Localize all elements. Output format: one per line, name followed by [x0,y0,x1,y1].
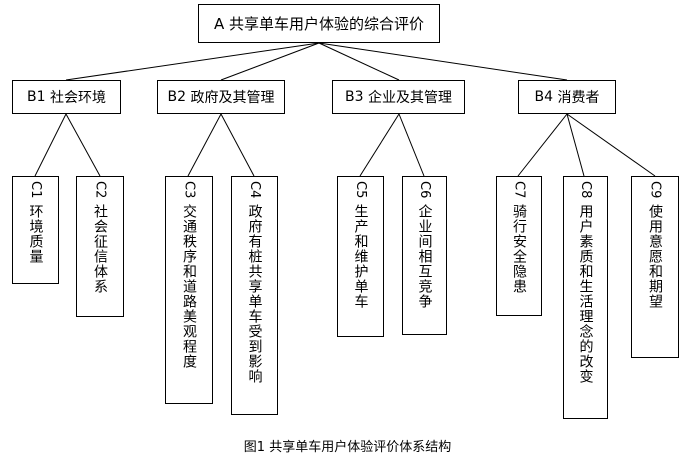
node-c5: C5 生产和维护单车 [337,176,384,337]
node-c5-code: C5 [353,181,368,199]
node-b1-label: 社会环境 [49,90,106,106]
root-label: 共享单车用户体验的综合评价 [229,15,425,33]
node-c8-code: C8 [578,181,593,199]
node-c2-label: 社会征信体系 [92,204,108,295]
node-c6-code: C6 [417,181,432,199]
node-b3-label: 企业及其管理 [367,90,452,106]
node-b4-label: 消费者 [557,90,600,106]
node-c3-label: 交通秩序和道路美观程度 [181,204,197,370]
node-c1-label: 环境质量 [27,204,44,265]
node-c2-code: C2 [92,181,108,199]
node-b4-code: B4 [534,89,554,105]
node-b1: B1 社会环境 [12,80,121,114]
node-c4-label: 政府有桩共享单车受到影响 [246,204,263,385]
node-c7-code: C7 [511,181,527,199]
node-b2-label: 政府及其管理 [190,90,275,106]
node-c5-label: 生产和维护单车 [352,204,369,310]
node-c3: C3 交通秩序和道路美观程度 [165,176,213,404]
node-c1: C1 环境质量 [12,176,59,284]
node-c8-label: 用户素质和生活理念的改变 [577,204,594,385]
root-code: A [213,14,225,33]
node-c2: C2 社会征信体系 [76,176,124,317]
figure-caption: 图1 共享单车用户体验评价体系结构 [243,440,452,455]
node-c7: C7 骑行安全隐患 [496,176,542,316]
node-c9-code: C9 [647,181,663,199]
node-b1-code: B1 [27,89,46,105]
node-c6: C6 企业间相互竞争 [402,176,447,335]
node-b2: B2 政府及其管理 [157,80,285,114]
node-c4-code: C4 [247,181,262,199]
node-c6-label: 企业间相互竞争 [416,204,433,310]
node-c9: C9 使用意愿和期望 [631,176,679,358]
node-c8: C8 用户素质和生活理念的改变 [563,176,608,419]
root-node: A 共享单车用户体验的综合评价 [198,4,440,43]
node-b4: B4 消费者 [518,80,616,114]
node-c3-code: C3 [181,181,197,199]
node-c9-label: 使用意愿和期望 [647,204,663,310]
node-b3-code: B3 [345,89,364,105]
node-b3: B3 企业及其管理 [332,80,465,114]
node-c4: C4 政府有桩共享单车受到影响 [231,176,278,415]
node-c7-label: 骑行安全隐患 [511,204,527,295]
node-b2-code: B2 [167,89,187,105]
node-c1-code: C1 [28,181,43,199]
